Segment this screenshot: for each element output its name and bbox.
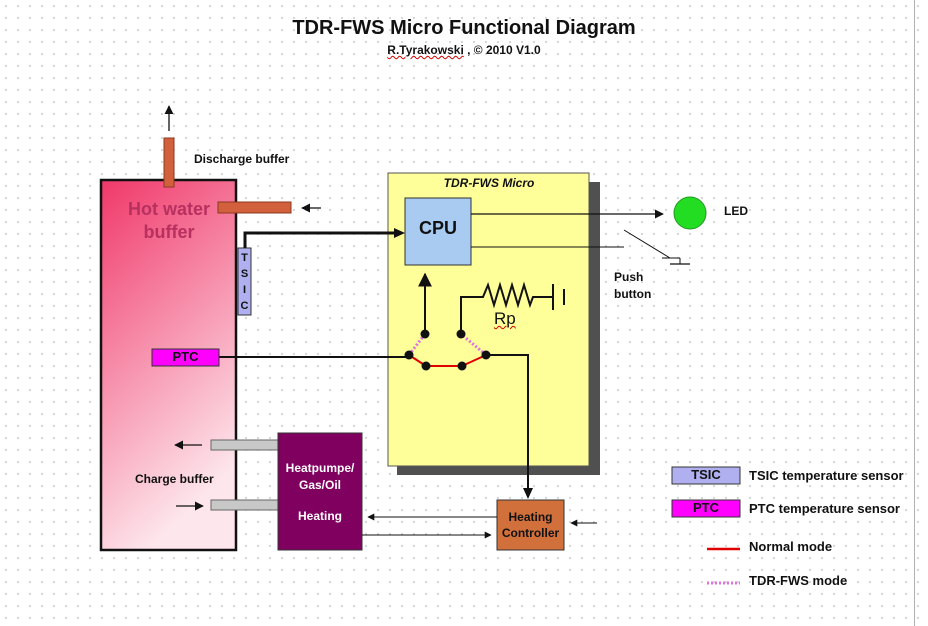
charge-pipe-lower bbox=[210, 499, 280, 511]
discharge-buffer-label: Discharge buffer bbox=[194, 152, 290, 166]
legend-tsic-box-label: TSIC bbox=[691, 467, 721, 482]
switch-node bbox=[456, 329, 466, 339]
tsic-letter: I bbox=[242, 284, 247, 296]
cpu-box bbox=[404, 197, 472, 266]
tsic-letter: C bbox=[240, 300, 249, 312]
push-button-label-line1: Push bbox=[614, 270, 644, 284]
tsic-letter: S bbox=[240, 268, 249, 280]
fws-mode-link-right bbox=[460, 332, 487, 357]
copyright-version: , © 2010 V1.0 bbox=[463, 43, 541, 57]
push-button-contact bbox=[623, 229, 671, 259]
author-name: R.Tyrakowski bbox=[387, 43, 464, 57]
micro-box-label: TDR-FWS Micro bbox=[443, 176, 535, 190]
switch-to-controller-wire bbox=[486, 354, 529, 490]
hot-water-label-line1: Hot water bbox=[127, 199, 210, 219]
ptc-sensor bbox=[151, 348, 220, 367]
legend-normal-mode: Normal mode bbox=[749, 539, 833, 554]
cpu-label: CPU bbox=[418, 218, 457, 238]
diagram-title: TDR-FWS Micro Functional Diagram bbox=[292, 17, 636, 39]
tsic-to-cpu-wire bbox=[243, 231, 398, 248]
charge-pipe-upper bbox=[210, 439, 280, 451]
switch-node bbox=[404, 350, 414, 360]
heating-controller-label: Heating Controller bbox=[497, 509, 564, 541]
discharge-pipe-side bbox=[217, 201, 292, 214]
heating-controller-box bbox=[496, 499, 565, 551]
legend-ptc-box-label: PTC bbox=[693, 500, 719, 515]
legend-tsic-description: TSIC temperature sensor bbox=[749, 468, 904, 483]
hot-water-buffer-label: Hot water buffer bbox=[104, 198, 234, 245]
discharge-pipe-top bbox=[163, 137, 175, 188]
led-indicator bbox=[673, 196, 707, 230]
tsic-label: T S I C bbox=[238, 250, 251, 314]
tsic-letter: T bbox=[241, 252, 248, 264]
ptc-label: PTC bbox=[172, 349, 199, 364]
heatpump-label-line1: Heatpumpe/ bbox=[285, 461, 355, 475]
rp-label: Rp bbox=[494, 309, 516, 328]
switch-node bbox=[420, 329, 430, 339]
heatpump-box bbox=[277, 432, 363, 551]
push-button-label-line2: button bbox=[614, 287, 652, 301]
controller-input-arrowhead bbox=[523, 488, 533, 499]
switch-node bbox=[457, 361, 467, 371]
controller-label-line2: Controller bbox=[501, 526, 560, 540]
heatpump-label-line2: Gas/Oil bbox=[298, 478, 342, 492]
diagram-subtitle: R.Tyrakowski , © 2010 V1.0 bbox=[0, 43, 928, 57]
legend-tsic-swatch bbox=[671, 466, 741, 485]
page-right-rule bbox=[914, 0, 915, 626]
legend-fws-mode: TDR-FWS mode bbox=[749, 573, 848, 588]
heatpump-label-line3: Heating bbox=[297, 509, 342, 523]
legend-ptc-swatch bbox=[671, 499, 741, 518]
charge-buffer-label: Charge buffer bbox=[135, 472, 214, 486]
controller-label-line1: Heating bbox=[508, 510, 553, 524]
led-label: LED bbox=[724, 204, 748, 218]
tsic-to-cpu-arrowhead bbox=[394, 228, 405, 238]
rp-resistor bbox=[460, 281, 553, 333]
switch-node bbox=[421, 361, 431, 371]
hot-water-label-line2: buffer bbox=[143, 222, 195, 243]
switch-node bbox=[481, 350, 491, 360]
legend-ptc-description: PTC temperature sensor bbox=[749, 501, 900, 516]
